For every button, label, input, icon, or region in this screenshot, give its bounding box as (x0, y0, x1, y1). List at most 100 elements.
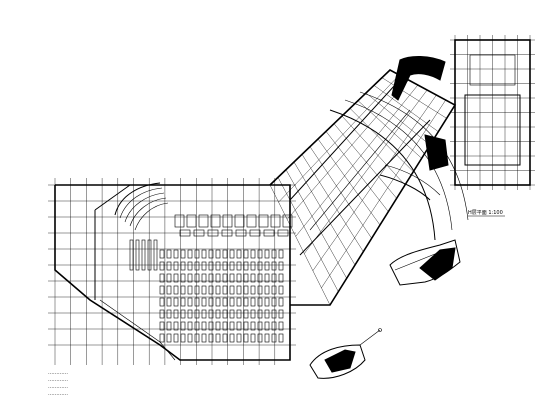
shelf-unit (215, 333, 221, 343)
shelf-unit (194, 297, 200, 307)
shelf-unit (187, 249, 193, 259)
shelf-unit (229, 333, 235, 343)
shelf-unit (208, 261, 214, 271)
room-block (210, 214, 221, 228)
shelf-unit (159, 261, 165, 271)
grid-line (381, 77, 447, 119)
grid-line (269, 69, 391, 186)
shelf-unit (201, 261, 207, 271)
shelf-unit (208, 249, 214, 259)
shelf-unit (271, 285, 277, 295)
shelf-unit (222, 321, 228, 331)
shelf-unit (187, 333, 193, 343)
shelf-unit (194, 273, 200, 283)
notes-block: ………… ………… ………… ………… (48, 370, 68, 397)
shelf-unit (264, 285, 270, 295)
shelf-unit (180, 273, 186, 283)
right-block-grid (450, 35, 535, 190)
shelf-unit (215, 261, 221, 271)
shelf-unit (278, 261, 284, 271)
room-block (186, 214, 197, 228)
shelf-unit (173, 261, 179, 271)
shelf-unit (257, 261, 263, 271)
shelf-unit (222, 297, 228, 307)
grid-line (317, 138, 381, 226)
room-block (207, 229, 219, 237)
shelf-unit (187, 261, 193, 271)
shelf-unit (194, 261, 200, 271)
shelf-unit (215, 297, 221, 307)
shelf-unit (215, 285, 221, 295)
shelf-unit (222, 285, 228, 295)
shelf-unit (194, 309, 200, 319)
spiral-ramp (114, 182, 169, 231)
shelf-unit (278, 285, 284, 295)
shelf-unit (147, 239, 152, 271)
grid-line (325, 131, 389, 212)
shelf-unit (229, 273, 235, 283)
shelf-unit (173, 285, 179, 295)
room-block (277, 229, 289, 237)
grid-line (304, 89, 428, 254)
shelf-unit (215, 249, 221, 259)
room-block (263, 229, 275, 237)
shelf-unit (264, 297, 270, 307)
shelf-unit (236, 273, 242, 283)
shelving-pattern (129, 214, 293, 343)
shelf-unit (208, 285, 214, 295)
shelf-unit (278, 309, 284, 319)
shelf-unit (236, 249, 242, 259)
shelf-unit (229, 261, 235, 271)
shelf-unit (271, 333, 277, 343)
sheet-label-text: H层平面 1:100 (468, 210, 503, 216)
shelf-unit (222, 273, 228, 283)
shelf-unit (187, 309, 193, 319)
shelf-unit (173, 333, 179, 343)
shelf-unit (201, 321, 207, 331)
grid-line (341, 115, 406, 186)
shelf-unit (187, 297, 193, 307)
grid-line (295, 84, 419, 237)
shelf-unit (236, 285, 242, 295)
shelf-unit (236, 309, 242, 319)
shelf-unit (201, 285, 207, 295)
shelf-unit (264, 249, 270, 259)
grid-line (277, 177, 339, 292)
shelf-unit (159, 285, 165, 295)
shelf-unit (278, 249, 284, 259)
shelf-unit (187, 273, 193, 283)
room-block (246, 214, 257, 228)
shelf-unit (173, 249, 179, 259)
grid-line (357, 100, 422, 159)
shelf-unit (243, 333, 249, 343)
room-block (193, 229, 205, 237)
grid-line (309, 146, 372, 239)
shelf-unit (257, 321, 263, 331)
shelf-unit (166, 309, 172, 319)
shelf-unit (271, 273, 277, 283)
shelf-unit (208, 309, 214, 319)
shelf-unit (271, 309, 277, 319)
shelf-unit (201, 309, 207, 319)
left-wing-grid (48, 178, 296, 365)
shelf-unit (271, 297, 277, 307)
shelf-unit (257, 309, 263, 319)
shelf-unit (278, 297, 284, 307)
shelf-unit (180, 333, 186, 343)
shelf-unit (180, 297, 186, 307)
notes-line-1: ………… (48, 370, 68, 376)
shelf-unit (264, 261, 270, 271)
shelf-unit (166, 297, 172, 307)
shelf-unit (180, 309, 186, 319)
shelf-unit (229, 249, 235, 259)
shelf-unit (250, 333, 256, 343)
shelf-unit (264, 309, 270, 319)
shelf-unit (208, 297, 214, 307)
notes-line-3: ………… (48, 384, 68, 390)
room-block (221, 229, 233, 237)
shelf-unit (159, 273, 165, 283)
shelf-unit (180, 261, 186, 271)
shelf-unit (180, 249, 186, 259)
